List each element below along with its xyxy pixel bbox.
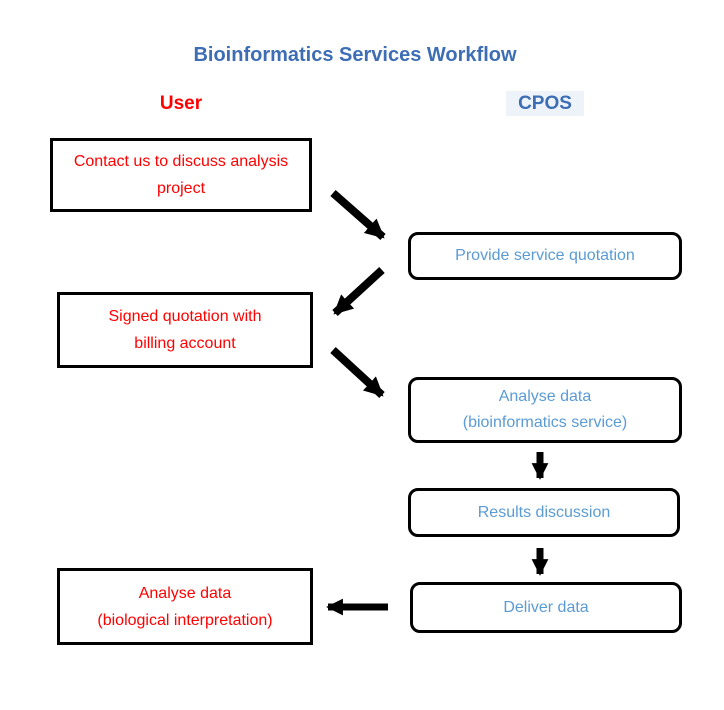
flow-box-deliver-data-line1: Deliver data [503,598,589,616]
flow-box-provide-quotation-line1: Provide service quotation [455,247,635,264]
flow-box-deliver-data: Deliver data [410,582,682,633]
flow-box-analyse-biological: Analyse data (biological interpretation) [57,568,313,645]
column-header-user: User [159,93,203,114]
page-title: Bioinformatics Services Workflow [193,44,517,66]
flow-box-contact-line1: Contact us to discuss analysis [73,153,289,170]
flow-box-signed-quotation-line2: billing account [134,335,236,352]
arrow-contact-to-provide-icon [330,189,386,241]
arrow-provide-to-signed-icon [332,267,385,316]
flow-box-analyse-biological-line2: (biological interpretation) [97,611,273,629]
flow-box-contact-line2: project [156,180,206,197]
flow-box-signed-quotation: Signed quotation with billing account [57,292,313,368]
flow-box-contact: Contact us to discuss analysis project [50,138,312,212]
flow-box-analyse-biological-line1: Analyse data [138,584,232,602]
flow-box-results-discussion-line1: Results discussion [477,503,611,521]
arrow-signed-to-analyse-icon [330,347,385,398]
flow-box-analyse-service-line2: (bioinformatics service) [462,414,628,431]
column-header-cpos: CPOS [408,91,682,116]
flow-box-analyse-service-line1: Analyse data [498,388,592,405]
flow-box-analyse-service: Analyse data (bioinformatics service) [408,377,682,443]
column-header-cpos-label: CPOS [506,91,584,116]
flow-box-provide-quotation: Provide service quotation [408,232,682,280]
flow-box-results-discussion: Results discussion [408,488,680,537]
flow-box-signed-quotation-line1: Signed quotation with [108,308,262,325]
